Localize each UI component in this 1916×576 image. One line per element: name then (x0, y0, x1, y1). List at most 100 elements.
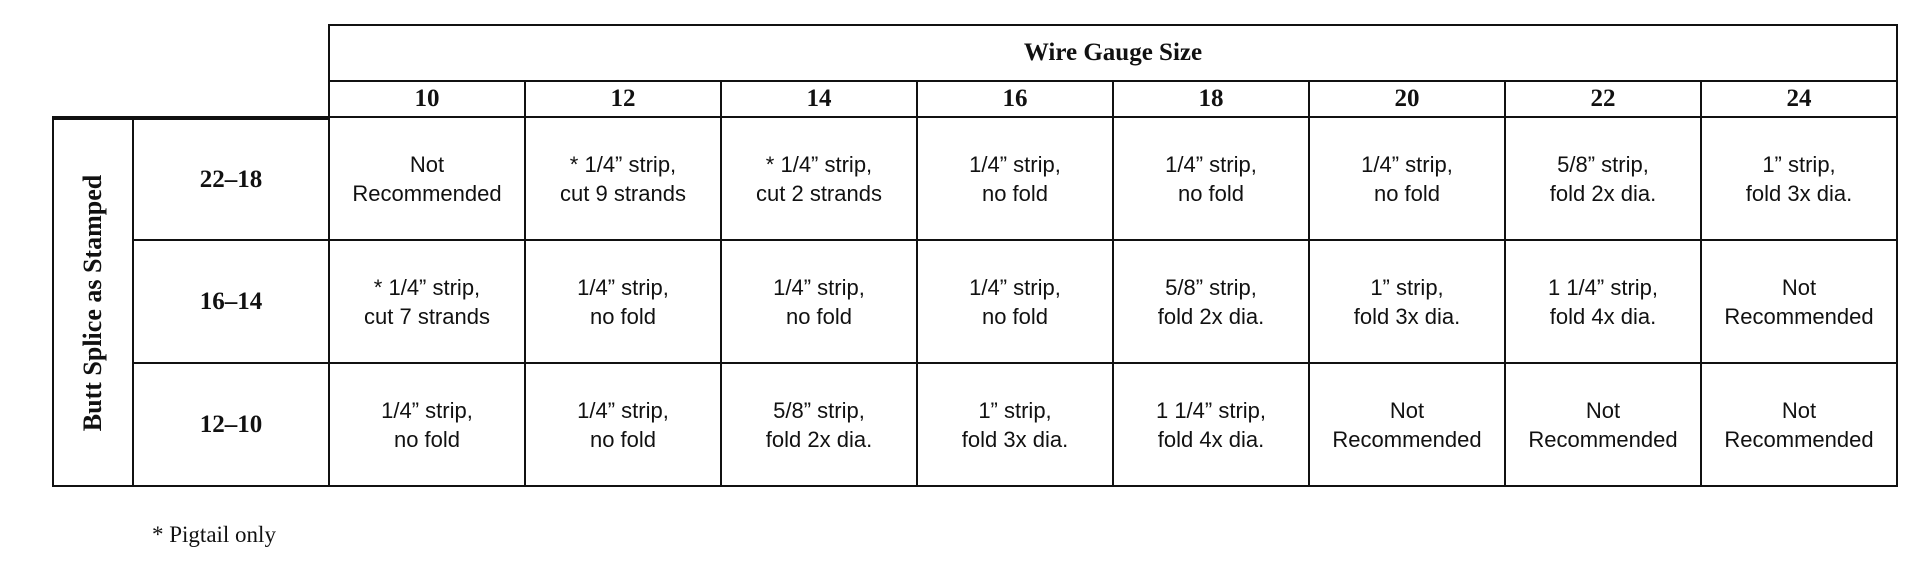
cell-line: no fold (1177, 180, 1245, 206)
cell-text: 1 1/4” strip, fold 4x dia. (1548, 273, 1658, 331)
cell-line: Recommended (1528, 426, 1678, 452)
table-cell: 1/4” strip,no fold (1114, 118, 1310, 241)
cell-line: no fold (589, 303, 657, 329)
cell-line: cut 2 strands (756, 180, 882, 206)
cell-line: 1/4” strip, (1361, 151, 1453, 177)
cell-line: Not (1585, 397, 1621, 423)
table-cell: 1/4” strip, no fold (722, 241, 918, 364)
table-cell: 5/8” strip, fold 2x dia. (1114, 241, 1310, 364)
cell-line: 1/4” strip, (577, 397, 669, 423)
cell-text: 1” strip,fold 3x dia. (1746, 150, 1852, 208)
cell-line: Recommended (1724, 303, 1874, 329)
cell-line: fold 3x dia. (1353, 303, 1461, 329)
column-header: 24 (1702, 82, 1898, 118)
column-header: 10 (330, 82, 526, 118)
table-cell: 1/4” strip, no fold (1310, 118, 1506, 241)
wire-gauge-table: Wire Gauge Size 10 12 14 16 18 20 22 24 … (52, 24, 1898, 487)
cell-line: 1/4” strip, (577, 274, 669, 300)
cell-line: 5/8” strip, (1165, 274, 1257, 300)
table-cell: 5/8” strip, fold 2x dia. (722, 364, 918, 487)
cell-text: 1” strip,fold 3x dia. (962, 396, 1068, 454)
cell-text: 1/4” strip, no fold (969, 150, 1061, 208)
table-cell: * 1/4” strip, cut 7 strands (330, 241, 526, 364)
cell-line: fold 4x dia. (1549, 303, 1657, 329)
table-cell: 1” strip,fold 3x dia. (918, 364, 1114, 487)
table-cell: 5/8” strip,fold 2x dia. (1506, 118, 1702, 241)
table-cell: 1” strip,fold 3x dia. (1702, 118, 1898, 241)
cell-text: 1” strip, fold 3x dia. (1354, 273, 1460, 331)
cell-text: 1/4” strip,no fold (1165, 150, 1257, 208)
table-title: Wire Gauge Size (330, 24, 1898, 82)
column-header: 12 (526, 82, 722, 118)
cell-line: fold 4x dia. (1157, 426, 1265, 452)
table-cell: 1/4” strip, no fold (526, 241, 722, 364)
cell-text: 1/4” strip,no fold (969, 273, 1061, 331)
footnote: * Pigtail only (152, 522, 276, 547)
cell-line: Recommended (1332, 426, 1482, 452)
cell-text: 1/4” strip, no fold (1361, 150, 1453, 208)
cell-text: 5/8” strip, fold 2x dia. (1158, 273, 1264, 331)
cell-text: * 1/4” strip, cut 9 strands (560, 150, 686, 208)
cell-text: * 1/4” strip, cut 7 strands (364, 273, 490, 331)
column-header: 18 (1114, 82, 1310, 118)
cell-line: Recommended (352, 180, 502, 206)
cell-line: fold 2x dia. (1157, 303, 1265, 329)
cell-line: 1” strip, (1762, 151, 1836, 177)
cell-line: fold 2x dia. (765, 426, 873, 452)
cell-text: 1 1/4” strip, fold 4x dia. (1156, 396, 1266, 454)
cell-text: 1/4” strip,no fold (577, 396, 669, 454)
cell-line: no fold (981, 180, 1049, 206)
cell-text: 1/4” strip, no fold (577, 273, 669, 331)
table-cell: 1 1/4” strip, fold 4x dia. (1506, 241, 1702, 364)
table-cell: 1/4” strip, no fold (330, 364, 526, 487)
cell-line: no fold (393, 426, 461, 452)
cell-line: cut 9 strands (560, 180, 686, 206)
table-cell: 1/4” strip,no fold (918, 241, 1114, 364)
cell-text: * 1/4” strip,cut 2 strands (756, 150, 882, 208)
table-cell: 1” strip, fold 3x dia. (1310, 241, 1506, 364)
cell-line: no fold (785, 303, 853, 329)
cell-line: 1/4” strip, (381, 397, 473, 423)
cell-text: 5/8” strip, fold 2x dia. (766, 396, 872, 454)
cell-line: Not (409, 151, 445, 177)
side-label: Butt Splice as Stamped (78, 174, 108, 431)
cell-line: * 1/4” strip, (569, 151, 677, 177)
cell-line: Not (1389, 397, 1425, 423)
cell-line: Not (1781, 397, 1817, 423)
cell-line: no fold (1373, 180, 1441, 206)
cell-line: 1 1/4” strip, (1547, 274, 1659, 300)
cell-line: 1 1/4” strip, (1155, 397, 1267, 423)
column-header: 22 (1506, 82, 1702, 118)
cell-text: 1/4” strip, no fold (381, 396, 473, 454)
table-corner-blank (52, 24, 330, 118)
table-cell: 1/4” strip, no fold (918, 118, 1114, 241)
row-header: 12–10 (134, 364, 330, 487)
table-cell: * 1/4” strip,cut 2 strands (722, 118, 918, 241)
cell-text: 1/4” strip, no fold (773, 273, 865, 331)
row-header: 22–18 (134, 118, 330, 241)
table-cell: 1 1/4” strip, fold 4x dia. (1114, 364, 1310, 487)
side-label-cell: Butt Splice as Stamped (52, 118, 134, 487)
cell-line: Not (1781, 274, 1817, 300)
cell-line: fold 2x dia. (1549, 180, 1657, 206)
cell-line: 1/4” strip, (969, 274, 1061, 300)
cell-line: 1” strip, (1370, 274, 1444, 300)
cell-line: cut 7 strands (364, 303, 490, 329)
cell-line: 1/4” strip, (773, 274, 865, 300)
column-header: 16 (918, 82, 1114, 118)
cell-line: 1/4” strip, (969, 151, 1061, 177)
cell-line: * 1/4” strip, (373, 274, 481, 300)
column-header: 20 (1310, 82, 1506, 118)
cell-line: 5/8” strip, (773, 397, 865, 423)
cell-line: 1” strip, (978, 397, 1052, 423)
